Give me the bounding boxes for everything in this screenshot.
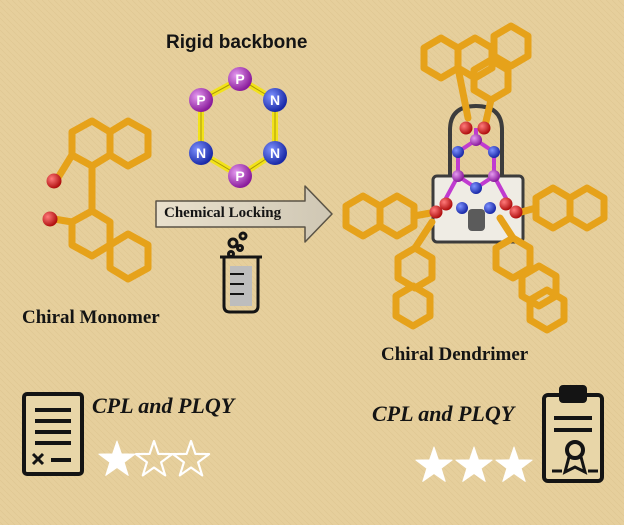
oxygen-atom [42,211,58,227]
metric-label-right: CPL and PLQY [372,401,515,426]
phosphorus-atom [228,164,252,188]
phosphorus-atom [228,67,252,91]
ring-atom-symbol: P [235,71,244,87]
ring-atom-symbol: N [270,145,280,161]
certificate-icon [542,385,604,483]
backbone-ring-atoms: P N N P N P [189,67,287,188]
star-filled-icon [495,446,533,482]
metric-label-left: CPL and PLQY [92,393,235,418]
dendrimer-core-atoms [452,134,500,214]
locking-label: Chemical Locking [164,205,282,221]
ring-atom-symbol: N [270,92,280,108]
dendrimer-molecule [342,22,608,334]
star-filled-icon [98,440,136,476]
rating-dendrimer [415,446,533,482]
document-icon [22,392,84,476]
rating-monomer [98,439,211,477]
nitrogen-atom [263,141,287,165]
nitrogen-atom [263,88,287,112]
dendrimer-label: Chiral Dendrimer [381,344,529,365]
star-outline-icon [171,439,211,477]
star-outline-icon [134,439,174,477]
dendrimer-oxygen-atoms [429,121,523,219]
ring-atom-symbol: P [235,168,244,184]
oxygen-atom [46,173,62,189]
ring-atom-symbol: N [196,145,206,161]
beaker-icon [220,231,262,314]
nitrogen-atom [189,141,213,165]
star-filled-icon [415,446,453,482]
arrow-right-icon [155,185,333,243]
monomer-label: Chiral Monomer [22,307,160,328]
ring-atom-symbol: P [196,92,205,108]
phosphorus-atom [189,88,213,112]
backbone-label: Rigid backbone [166,32,308,53]
lock-icon [431,103,525,244]
star-filled-icon [455,446,493,482]
